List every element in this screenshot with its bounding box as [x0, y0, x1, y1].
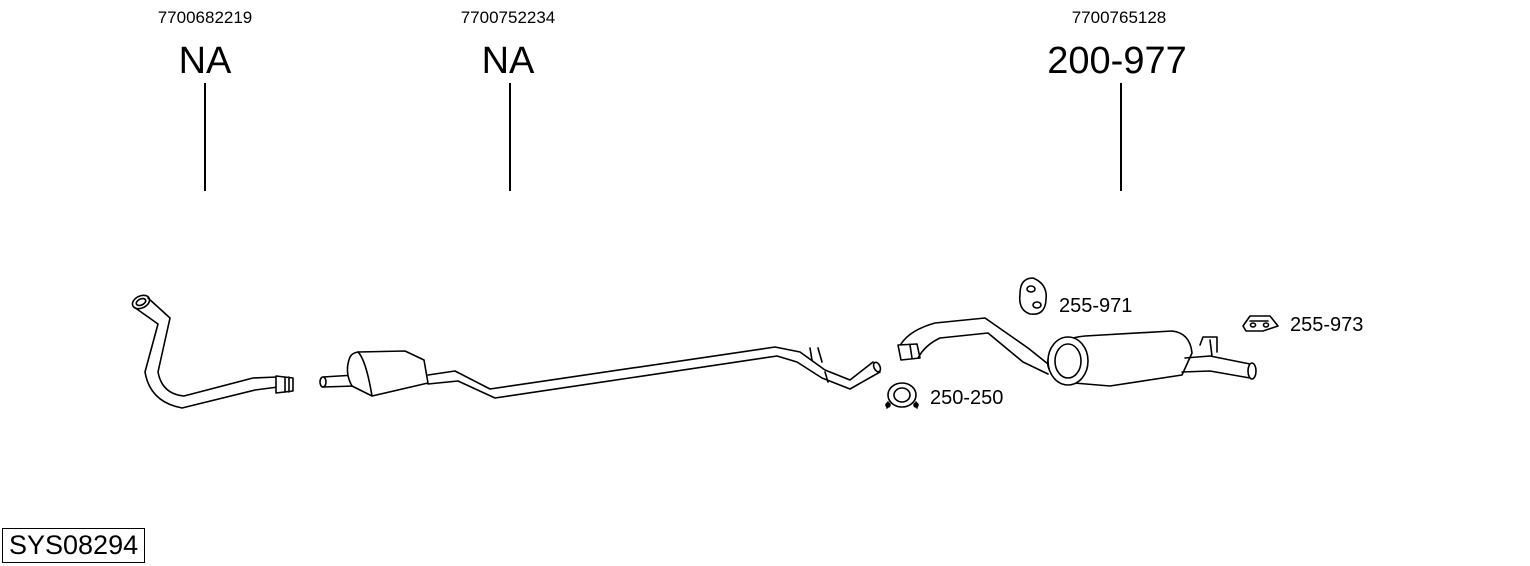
leader-line-center-silencer [509, 83, 511, 191]
part-code-front-pipe: NA [178, 40, 232, 82]
leader-line-front-pipe [204, 83, 206, 191]
front-pipe [131, 294, 294, 409]
rubber-hanger-icon [1018, 277, 1048, 316]
system-id-label: SYS08294 [2, 528, 146, 563]
pipe-clamp-icon [885, 382, 919, 409]
part-code-center-silencer: NA [481, 40, 535, 82]
part-code-rear-silencer: 200-977 [1047, 40, 1187, 82]
part-ref-rear-silencer: 7700765128 [1071, 8, 1167, 27]
part-ref-front-pipe: 7700682219 [157, 8, 253, 27]
accessory-label-rubber-hanger: 255-971 [1059, 295, 1133, 317]
mounting-bracket-icon [1242, 315, 1279, 332]
center-silencer [319, 346, 882, 399]
part-ref-center-silencer: 7700752234 [460, 8, 556, 27]
rear-silencer [897, 317, 1257, 387]
accessory-label-mounting-bracket: 255-973 [1290, 314, 1364, 336]
leader-line-rear-silencer [1120, 83, 1122, 191]
accessory-label-pipe-clamp: 250-250 [930, 387, 1004, 409]
